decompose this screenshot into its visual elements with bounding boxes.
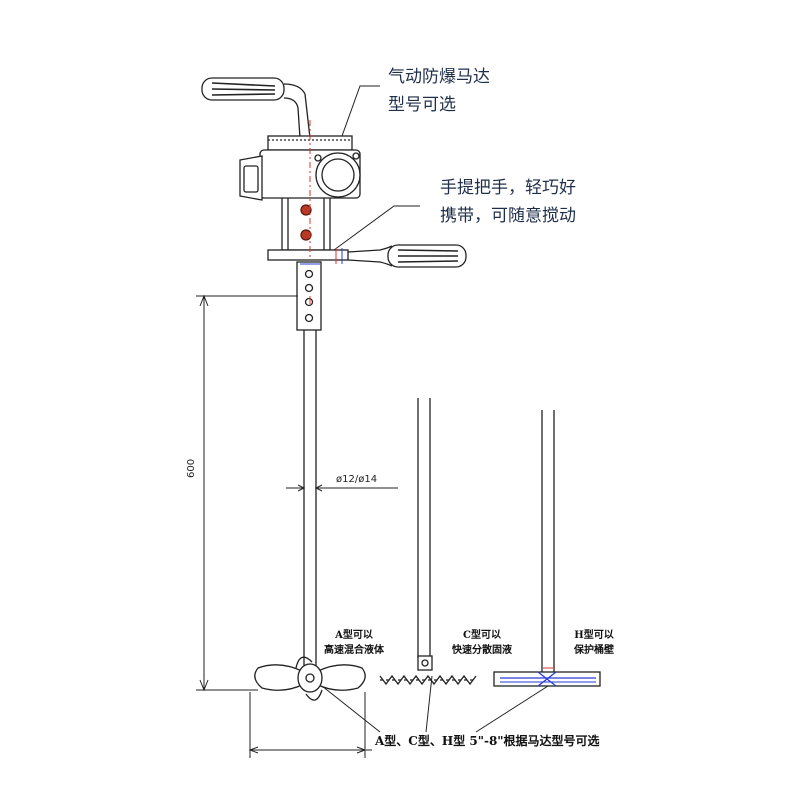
air-motor-body bbox=[239, 135, 361, 251]
a-type-impeller bbox=[254, 656, 366, 701]
main-shaft bbox=[303, 330, 317, 668]
h-type-label: H型可以 保护桶壁 bbox=[560, 628, 628, 658]
a-type-label-line1: A型可以 bbox=[335, 630, 373, 641]
c-type-label: C型可以 快速分散固液 bbox=[440, 628, 524, 658]
shaft-length-label: 600 bbox=[186, 458, 197, 478]
a-type-label: A型可以 高速混合液体 bbox=[312, 628, 396, 658]
h-type-impeller bbox=[493, 410, 601, 687]
top-handle bbox=[201, 77, 311, 139]
centerline-markers bbox=[300, 120, 553, 669]
side-handle bbox=[347, 244, 467, 268]
note-leaders bbox=[321, 675, 549, 733]
impeller-diameter-dimension bbox=[248, 692, 372, 758]
c-type-impeller bbox=[379, 398, 477, 686]
motor-callout-line2: 型号可选 bbox=[388, 95, 456, 115]
c-type-label-line1: C型可以 bbox=[463, 630, 501, 641]
callout-leaders bbox=[333, 85, 420, 251]
motor-callout-line1: 气动防爆马达 bbox=[388, 67, 490, 87]
shaft-diameter-label: ø12/ø14 bbox=[336, 474, 378, 485]
a-type-label-line2: 高速混合液体 bbox=[324, 645, 384, 656]
c-type-label-line2: 快速分散固液 bbox=[452, 645, 512, 656]
shaft-coupling bbox=[296, 261, 322, 331]
h-type-label-line2: 保护桶壁 bbox=[574, 645, 614, 656]
handle-callout-line1: 手提把手，轻巧好 bbox=[440, 178, 576, 198]
mounting-plate bbox=[267, 249, 349, 261]
handle-callout-line2: 携带，可随意搅动 bbox=[440, 206, 576, 226]
length-dimension bbox=[196, 294, 298, 692]
impeller-options-note: A型、C型、H型 5"-8"根据马达型号可选 bbox=[375, 734, 600, 748]
diameter-dimension bbox=[286, 484, 398, 492]
h-type-label-line1: H型可以 bbox=[574, 630, 614, 641]
